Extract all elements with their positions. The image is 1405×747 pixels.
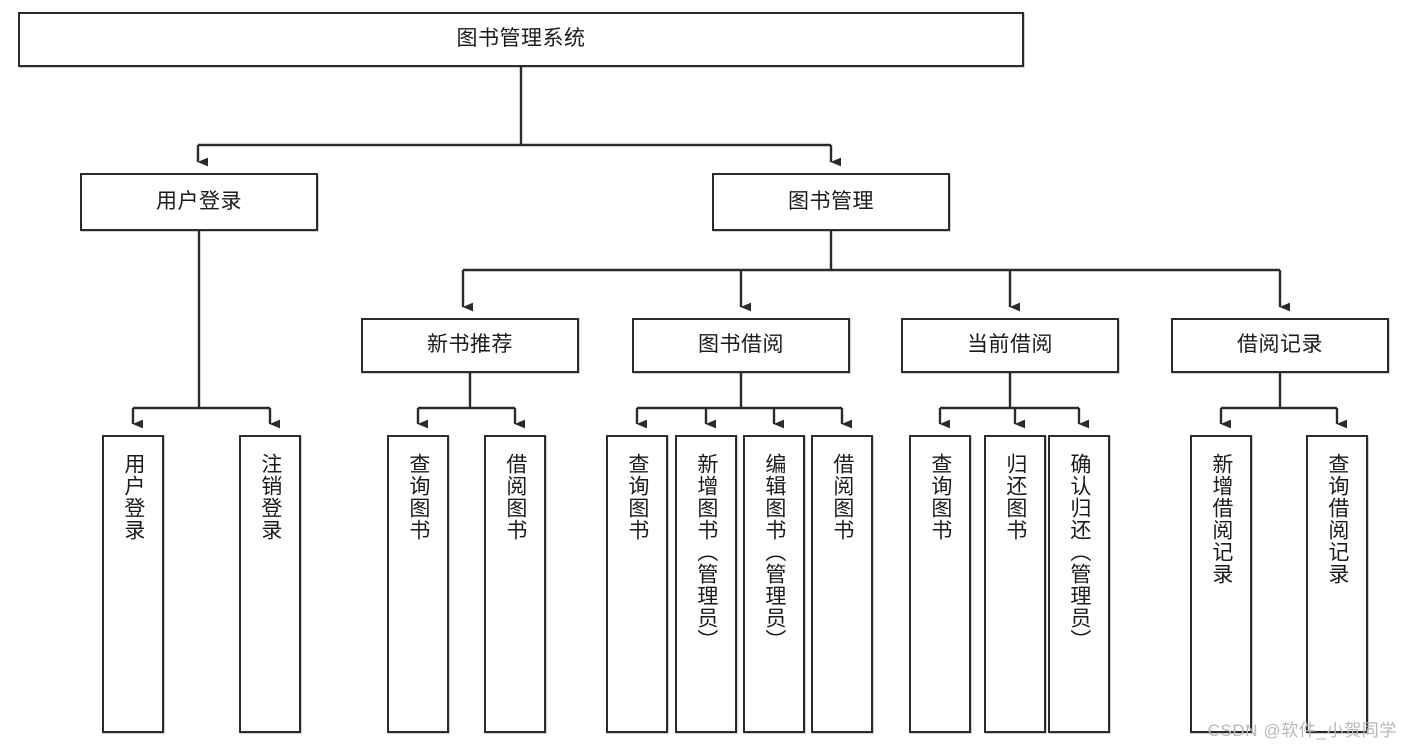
node-leaf-borrow-book-1-label: 借阅图书	[503, 453, 527, 541]
node-leaf-confirm-return-admin[interactable]: 确认归还（管理员）	[1048, 435, 1110, 733]
node-leaf-query-book-1-label: 查询图书	[406, 453, 430, 541]
node-book-manage-label: 图书管理	[788, 189, 874, 213]
node-root-label: 图书管理系统	[456, 27, 586, 51]
node-leaf-query-book-1[interactable]: 查询图书	[387, 435, 449, 733]
node-root[interactable]: 图书管理系统	[18, 12, 1024, 67]
node-new-book-recommend-label: 新书推荐	[427, 333, 513, 357]
node-leaf-add-borrow-record-label: 新增借阅记录	[1209, 453, 1233, 585]
watermark-text: CSDN @软件_小贺同学	[1207, 721, 1397, 740]
node-leaf-borrow-book-1[interactable]: 借阅图书	[484, 435, 546, 733]
node-user-login-label: 用户登录	[156, 189, 242, 213]
node-leaf-query-book-3[interactable]: 查询图书	[909, 435, 971, 733]
node-leaf-user-login[interactable]: 用户登录	[102, 435, 164, 733]
node-leaf-query-borrow-record[interactable]: 查询借阅记录	[1306, 435, 1368, 733]
node-borrow-record[interactable]: 借阅记录	[1171, 318, 1389, 373]
node-leaf-add-book-admin[interactable]: 新增图书（管理员）	[675, 435, 737, 733]
node-leaf-add-borrow-record[interactable]: 新增借阅记录	[1190, 435, 1252, 733]
node-user-login[interactable]: 用户登录	[80, 173, 318, 231]
node-leaf-user-logout[interactable]: 注销登录	[239, 435, 301, 733]
node-leaf-edit-book-admin-label: 编辑图书（管理员）	[762, 453, 786, 651]
node-leaf-edit-book-admin[interactable]: 编辑图书（管理员）	[743, 435, 805, 733]
node-leaf-query-book-2-label: 查询图书	[625, 453, 649, 541]
node-leaf-return-book[interactable]: 归还图书	[984, 435, 1046, 733]
node-leaf-return-book-label: 归还图书	[1003, 453, 1027, 541]
node-new-book-recommend[interactable]: 新书推荐	[361, 318, 579, 373]
node-current-borrow[interactable]: 当前借阅	[901, 318, 1119, 373]
node-leaf-user-logout-label: 注销登录	[258, 453, 282, 541]
node-leaf-query-book-3-label: 查询图书	[928, 453, 952, 541]
node-book-borrow-label: 图书借阅	[698, 333, 784, 357]
node-current-borrow-label: 当前借阅	[967, 333, 1053, 357]
node-book-manage[interactable]: 图书管理	[712, 173, 950, 231]
node-leaf-borrow-book-2[interactable]: 借阅图书	[811, 435, 873, 733]
node-leaf-query-book-2[interactable]: 查询图书	[606, 435, 668, 733]
node-leaf-query-borrow-record-label: 查询借阅记录	[1325, 453, 1349, 585]
node-book-borrow[interactable]: 图书借阅	[632, 318, 850, 373]
node-leaf-confirm-return-admin-label: 确认归还（管理员）	[1067, 453, 1091, 651]
node-borrow-record-label: 借阅记录	[1237, 333, 1323, 357]
node-leaf-user-login-label: 用户登录	[121, 453, 145, 541]
node-leaf-add-book-admin-label: 新增图书（管理员）	[694, 453, 718, 651]
node-leaf-borrow-book-2-label: 借阅图书	[830, 453, 854, 541]
